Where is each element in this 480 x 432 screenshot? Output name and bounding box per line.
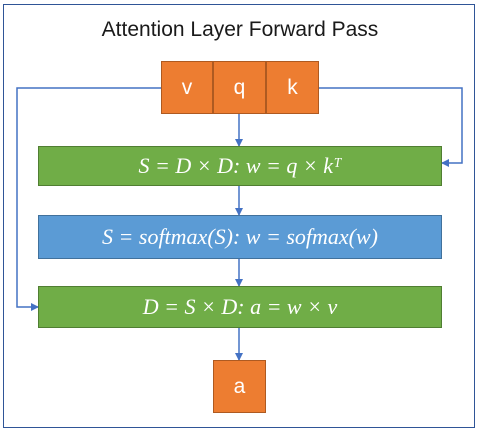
arrow-k-to-step1 (319, 87, 463, 167)
diagram-title: Attention Layer Forward Pass (101, 18, 379, 41)
input-v: v (161, 61, 213, 114)
arrow-v-to-step3 (16, 87, 161, 311)
input-v-label: v (181, 75, 193, 99)
step-weighted-sum: D = S × D: a = w × v (38, 286, 442, 328)
output-a-label: a (233, 374, 246, 398)
input-k-label: k (287, 75, 298, 99)
input-q: q (213, 61, 266, 114)
step-weighted-sum-equation: D = S × D: a = w × v (142, 294, 338, 319)
input-q-label: q (233, 75, 246, 99)
step-score: S = D × D: w = q × kᵀ (38, 146, 442, 186)
step-softmax-equation: S = softmax(S): w = sofmax(w) (102, 224, 378, 249)
output-a: a (213, 360, 266, 413)
step-softmax: S = softmax(S): w = sofmax(w) (38, 215, 442, 259)
step-score-equation: S = D × D: w = q × kᵀ (138, 153, 342, 178)
input-k: k (266, 61, 319, 114)
